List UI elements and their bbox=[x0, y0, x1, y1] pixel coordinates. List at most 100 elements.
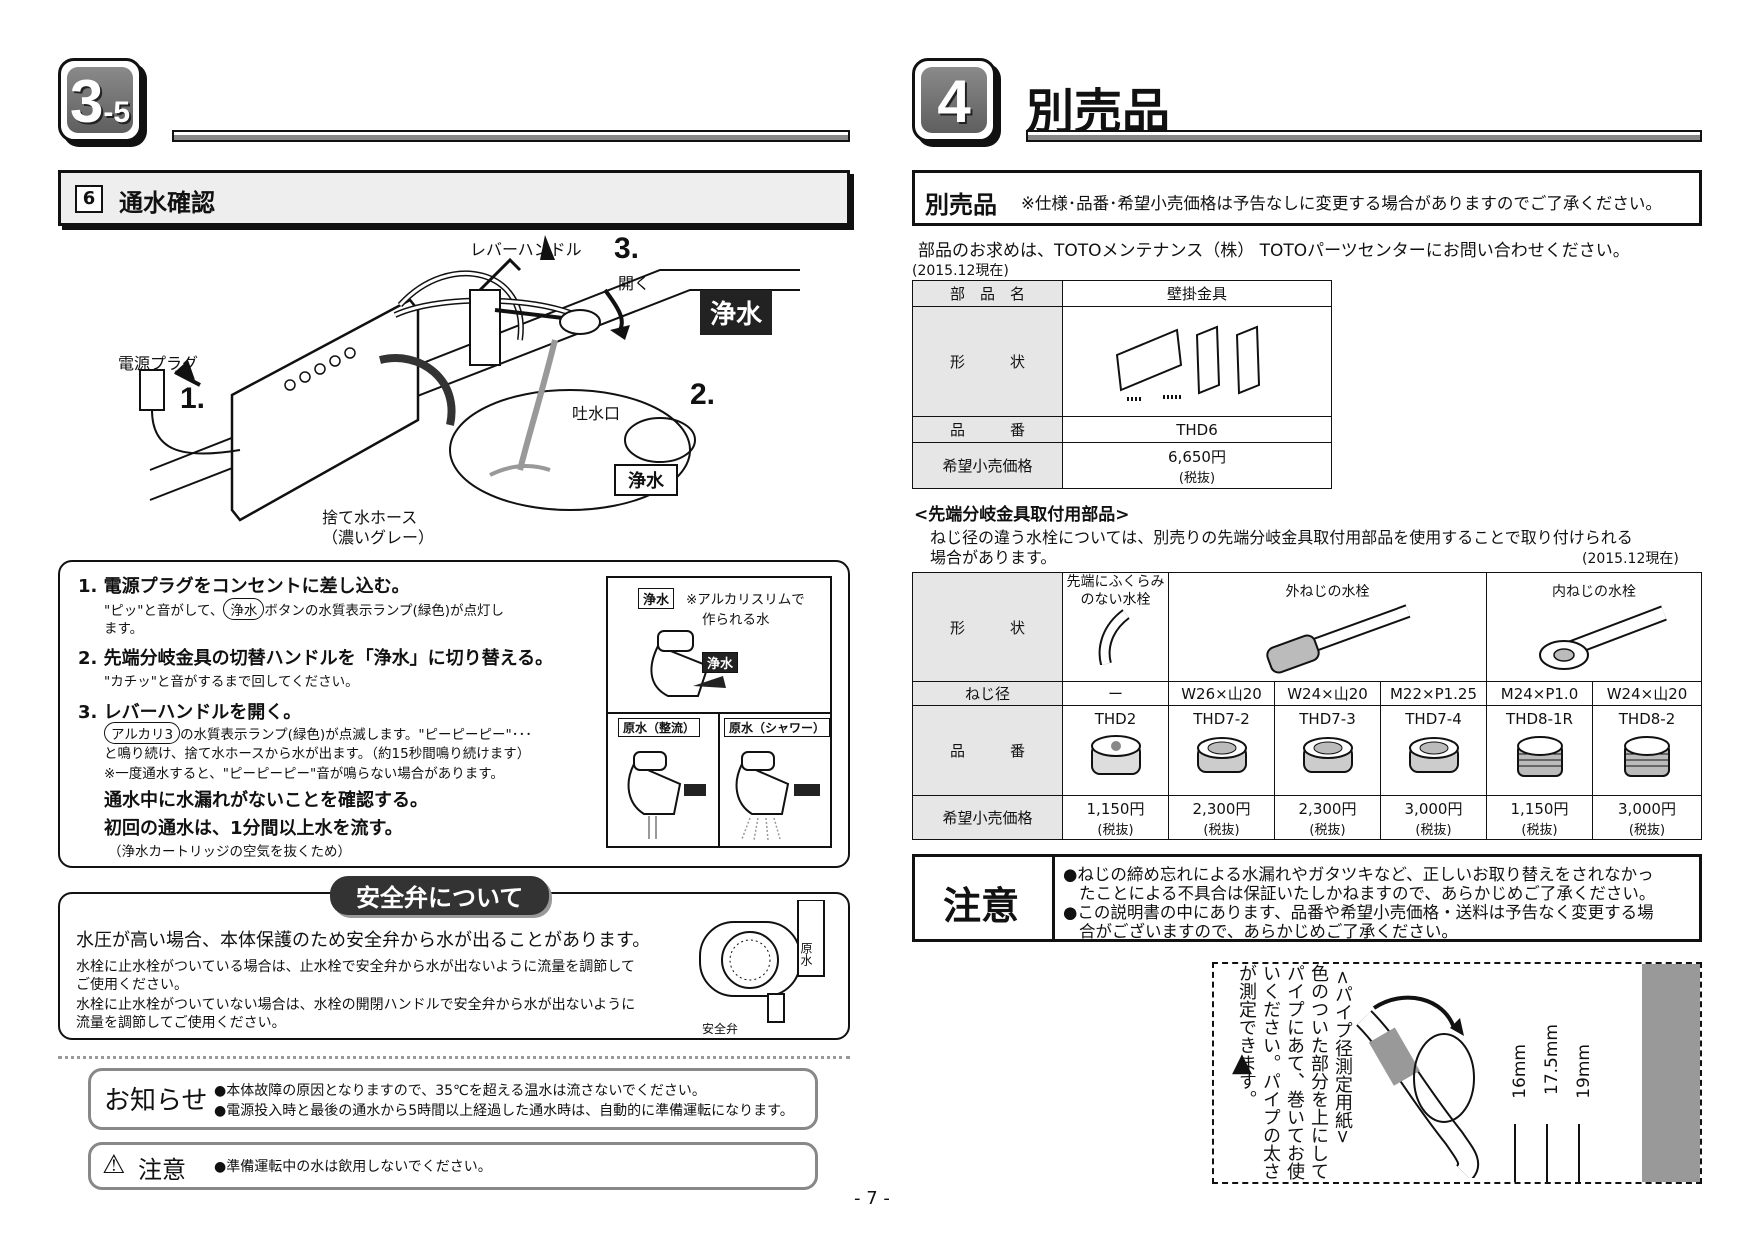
t2-thread-row: ねじ径 ー W26×山20 W24×山20 M22×P1.25 M24×P1.0… bbox=[912, 681, 1702, 706]
t2-price-cell-5: 3,000円(税抜) bbox=[1592, 795, 1702, 840]
safety-p1a: 水栓に止水栓がついている場合は、止水栓で安全弁から水が出ないように流量を調節して bbox=[76, 959, 635, 975]
t1-value-price: 6,650円 (税抜) bbox=[1062, 442, 1332, 489]
pipe-gauge: ▲ <パイプ径測定用紙> 色のついた部分を上にして パイプにあて、巻いてお使 い… bbox=[1212, 962, 1702, 1184]
step3-body-line2: と鳴り続け、捨て水ホースから水が出ます。（約15秒間鳴り続けます） bbox=[104, 746, 531, 762]
gauge-17-5mm: 17.5mm bbox=[1542, 1024, 1562, 1095]
caution-title-left: 注意 bbox=[138, 1156, 186, 1184]
step2-label: 2. bbox=[690, 378, 716, 411]
gauge-colored-band bbox=[1642, 964, 1700, 1182]
caution-right-l4: 合がございますので、あらかじめご了承ください。 bbox=[1079, 922, 1458, 941]
t1-tax: (税抜) bbox=[1178, 470, 1216, 486]
wall-bracket-icon bbox=[1115, 325, 1261, 401]
raw-label: 原水 bbox=[799, 942, 813, 966]
t2-header-price: 希望小売価格 bbox=[912, 795, 1063, 840]
t2-price-row: 希望小売価格 1,150円(税抜) 2,300円(税抜) 2,300円(税抜) … bbox=[912, 795, 1702, 840]
spout-label: 吐水口 bbox=[572, 404, 621, 423]
emphasis-first-flow: 初回の通水は、1分間以上水を流す。 bbox=[104, 818, 403, 839]
t1-header-price: 希望小売価格 bbox=[912, 442, 1063, 489]
t1-shape-cell bbox=[1062, 306, 1332, 417]
t2-part-0: THD2 bbox=[1094, 710, 1137, 728]
t2-part-cell-5: THD8-2 bbox=[1592, 705, 1702, 796]
adapter-thd8-1r-icon bbox=[1516, 736, 1563, 777]
inset-note-line2: 作られる水 bbox=[702, 612, 770, 628]
safety-lead: 水圧が高い場合、本体保護のため安全弁から水が出ることがあります。 bbox=[76, 930, 651, 951]
step3-body-line3: ※一度通水すると、"ピーピーピー"音が鳴らない場合があります。 bbox=[104, 766, 504, 782]
inset-side-purified-tag: 浄水 bbox=[702, 652, 739, 673]
page-number: - 7 - bbox=[854, 1188, 890, 1209]
section-badge-4: 4 bbox=[912, 58, 996, 142]
inset-purified-tag: 浄水 bbox=[638, 588, 675, 609]
t2-thread-4: M24×P1.0 bbox=[1486, 681, 1593, 706]
step2-body: "カチッ"と音がするまで回してください。 bbox=[104, 674, 359, 690]
caution-title-right: 注意 bbox=[943, 884, 1020, 928]
gauge-line-16 bbox=[1514, 1124, 1516, 1182]
valve-label: 安全弁 bbox=[702, 1022, 739, 1036]
t1-header-name: 部 品 名 bbox=[912, 280, 1063, 307]
safety-title: 安全弁について bbox=[330, 876, 550, 915]
t2-header-thread: ねじ径 bbox=[912, 681, 1063, 706]
t2-tax-1: (税抜) bbox=[1203, 822, 1240, 838]
raw-shower-tag: 原水（シャワー） bbox=[724, 718, 830, 737]
t2-tax-3: (税抜) bbox=[1415, 822, 1452, 838]
dotted-divider bbox=[58, 1056, 850, 1059]
t2-thread-2: W24×山20 bbox=[1274, 681, 1381, 706]
gauge-text-4: が測定できます。 bbox=[1236, 964, 1257, 1108]
date-note-2: (2015.12現在) bbox=[1582, 551, 1679, 567]
accessories-bar: 別売品 ※仕様･品番･希望小売価格は予告なしに変更する場合がありますのでご了承く… bbox=[912, 170, 1702, 226]
external-thread-tap-icon bbox=[1265, 604, 1410, 674]
t2-price-0: 1,150円 bbox=[1086, 799, 1145, 818]
safety-p2b: 流量を調節してご使用ください。 bbox=[76, 1015, 286, 1031]
notice-box bbox=[88, 1068, 818, 1130]
step1-body-line1: "ピッ"と音がして、浄水ボタンの水質表示ランプ(緑色)が点灯し bbox=[104, 598, 504, 620]
gauge-pointer-icon: ▲ bbox=[1232, 1048, 1252, 1078]
gauge-line-19 bbox=[1578, 1124, 1580, 1182]
caution-right-l1: ●ねじの締め忘れによる水漏れやガタツキなど、正しいお取り替えをされなかっ bbox=[1063, 865, 1654, 884]
step3-label: 3. bbox=[614, 232, 640, 265]
caution-right-l3: ●この説明書の中にあります、品番や希望小売価格・送料は予告なく変更する場 bbox=[1063, 903, 1654, 922]
caution-box-left bbox=[88, 1142, 818, 1190]
power-plug-label: 電源プラグ bbox=[118, 354, 199, 373]
t2-part-cell-1: THD7-2 bbox=[1168, 705, 1275, 796]
gauge-text-3: いください。パイプの太さ bbox=[1260, 964, 1281, 1180]
t2-part-4: THD8-1R bbox=[1506, 710, 1573, 728]
t2-header-part: 品 番 bbox=[912, 705, 1063, 796]
adapter-thd7-3-icon bbox=[1302, 737, 1353, 773]
t2-part-5: THD8-2 bbox=[1618, 710, 1676, 728]
t2-group-plain: 先端にふくらみのない水栓 bbox=[1062, 572, 1169, 682]
t2-part-cell-4: THD8-1R bbox=[1486, 705, 1593, 796]
water-type-inset: 浄水 ※アルカリスリムで 作られる水 浄水 原水（整流） 原水（シャワー） bbox=[606, 576, 832, 848]
sub-para-line2: 場合があります。 bbox=[930, 548, 1057, 567]
section-number: 6 bbox=[75, 185, 103, 213]
t2-thread-1: W26×山20 bbox=[1168, 681, 1275, 706]
safety-p2a: 水栓に止水栓がついていない場合は、水栓の開閉ハンドルで安全弁から水が出ないように bbox=[76, 997, 636, 1013]
safety-valve-illustration bbox=[699, 900, 825, 1023]
t2-price-cell-3: 3,000円(税抜) bbox=[1380, 795, 1487, 840]
internal-thread-tap-icon bbox=[1539, 605, 1667, 670]
faucet-head-raw-straight-icon bbox=[627, 751, 706, 839]
gauge-16mm: 16mm bbox=[1510, 1044, 1530, 1099]
gauge-19mm: 19mm bbox=[1574, 1044, 1594, 1099]
t2-part-2: THD7-3 bbox=[1299, 710, 1356, 728]
gauge-text-block: <パイプ径測定用紙> 色のついた部分を上にして パイプにあて、巻いてお使 いくだ… bbox=[1234, 964, 1354, 1182]
purified-tag-large: 浄水 bbox=[700, 290, 773, 335]
t2-price-1: 2,300円 bbox=[1192, 799, 1251, 818]
hose-color-label: （濃いグレー） bbox=[322, 528, 435, 547]
t2-thread-5: W24×山20 bbox=[1592, 681, 1702, 706]
t2-part-cell-0: THD2 bbox=[1062, 705, 1169, 796]
t2-header-shape: 形 状 bbox=[912, 572, 1063, 682]
installation-illustration bbox=[139, 235, 800, 522]
t2-tax-4: (税抜) bbox=[1521, 822, 1558, 838]
header-rule-right bbox=[1026, 130, 1702, 142]
contact-line: 部品のお求めは、TOTOメンテナンス（株） TOTOパーツセンターにお問い合わせ… bbox=[918, 241, 1630, 261]
adapter-thd7-2-icon bbox=[1196, 737, 1247, 773]
t1-value-part: THD6 bbox=[1062, 416, 1332, 443]
adapter-thd7-4-icon bbox=[1408, 737, 1459, 773]
t1-price: 6,650円 bbox=[1168, 447, 1226, 466]
t2-price-5: 3,000円 bbox=[1618, 799, 1676, 818]
accessories-bar-title: 別売品 bbox=[925, 191, 997, 219]
t2-group-internal: 内ねじの水栓 bbox=[1486, 572, 1702, 682]
t2-price-2: 2,300円 bbox=[1298, 799, 1357, 818]
caution-line-left: ●準備運転中の水は飲用しないでください。 bbox=[214, 1159, 492, 1175]
pipe-wrap-illustration bbox=[1356, 995, 1480, 1178]
